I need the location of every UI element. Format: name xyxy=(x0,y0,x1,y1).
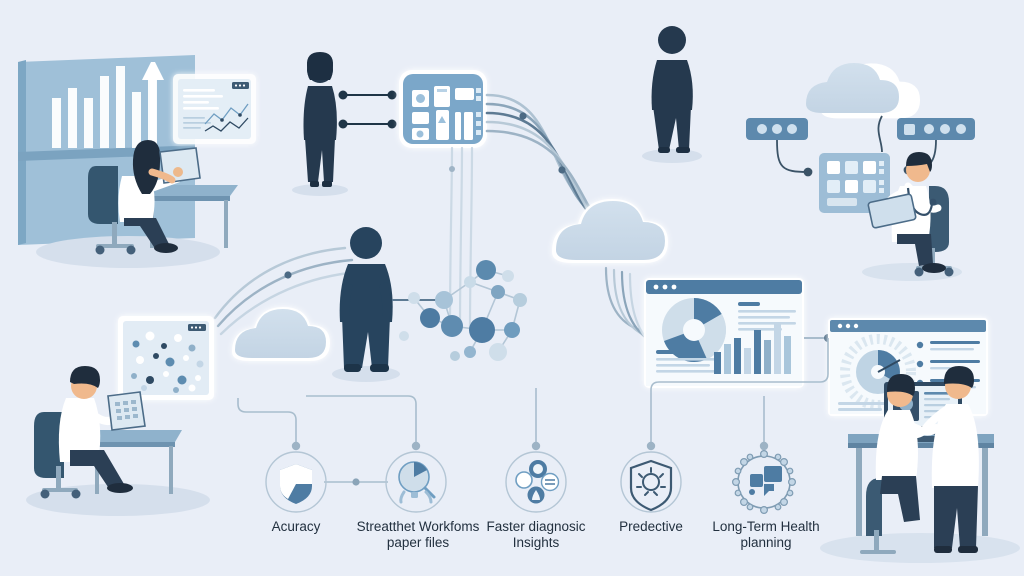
node-network-window[interactable] xyxy=(118,316,214,400)
benefit-icon-predictive[interactable] xyxy=(620,451,682,513)
up-trend-arrow xyxy=(142,62,164,146)
benefit-icon-accuracy[interactable] xyxy=(265,451,327,513)
imaging-grid-panel xyxy=(819,153,890,213)
researcher-person xyxy=(58,366,146,493)
standing-woman-silhouette xyxy=(303,52,337,187)
molecule-cluster-icon xyxy=(515,460,560,504)
cloud-icon-top-right xyxy=(806,63,921,119)
benefit-label-accuracy-line1: Acuracy xyxy=(271,519,321,534)
benefit-label-faster-diagnostic-insights-line1: Faster diagnosic xyxy=(486,519,586,534)
benefit-label-accuracy: Acuracy xyxy=(236,519,356,535)
benefit-icon-faster-diagnostic-insights[interactable] xyxy=(505,451,567,513)
standing-person-silhouette xyxy=(642,26,702,163)
shield-check-icon xyxy=(280,464,312,504)
benefit-label-predictive: Predective xyxy=(595,519,707,535)
central-cloud-hub xyxy=(552,199,668,263)
benefit-label-streamline-workflows-line2: paper files xyxy=(386,535,450,550)
analyst-person xyxy=(118,140,201,253)
benefit-label-streamline-workflows-line1: Streatthet Workfoms xyxy=(356,519,480,534)
benefit-label-long-term-health-planning-line2: planning xyxy=(740,535,792,550)
scene-bottom-right xyxy=(820,318,1020,563)
benefit-connector-tree xyxy=(237,338,829,486)
left-cloud-node xyxy=(232,307,330,361)
benefit-label-faster-diagnostic-insights-line2: Insights xyxy=(512,535,560,550)
laptop-device xyxy=(107,391,146,431)
server-node-left xyxy=(746,118,808,140)
benefit-label-long-term-health-planning: Long-Term Health planning xyxy=(700,519,832,551)
benefit-label-predictive-line1: Predective xyxy=(619,519,683,534)
scene-top-left xyxy=(18,55,256,268)
report-window-panel xyxy=(173,74,256,144)
scene-center-patient xyxy=(332,227,527,382)
dashboard-bar-chart xyxy=(714,322,791,374)
analytics-dashboard-window[interactable] xyxy=(644,278,804,388)
scene-top-middle xyxy=(292,52,487,196)
benefit-label-streamline-workflows: Streatthet Workfoms paper files xyxy=(340,519,496,551)
scene-top-right xyxy=(746,63,975,281)
office-chair-bottom-left xyxy=(34,412,81,499)
benefit-label-long-term-health-planning-line1: Long-Term Health xyxy=(712,519,820,534)
patient-silhouette xyxy=(339,227,393,372)
dashboard-text-lines xyxy=(656,302,796,373)
medical-records-grid-panel xyxy=(399,70,487,148)
seated-doctor xyxy=(860,374,940,554)
office-chair xyxy=(88,166,136,255)
woman-to-panel-connectors xyxy=(338,90,397,129)
molecule-network xyxy=(399,260,527,361)
gear-records-icon xyxy=(731,450,796,515)
benefit-icon-long-term-health-planning[interactable] xyxy=(731,450,796,515)
benefit-label-faster-diagnostic-insights: Faster diagnosic Insights xyxy=(472,519,600,551)
scene-bottom-left xyxy=(26,316,214,516)
doctor-with-tablet xyxy=(867,152,946,273)
standing-doctor xyxy=(906,366,979,553)
dashboard-donut-chart xyxy=(662,298,726,362)
server-node-right xyxy=(897,118,975,140)
benefit-icon-streamline-workflows[interactable] xyxy=(385,451,447,513)
shield-ai-icon xyxy=(629,459,673,512)
magnifier-pie-icon xyxy=(398,461,436,504)
